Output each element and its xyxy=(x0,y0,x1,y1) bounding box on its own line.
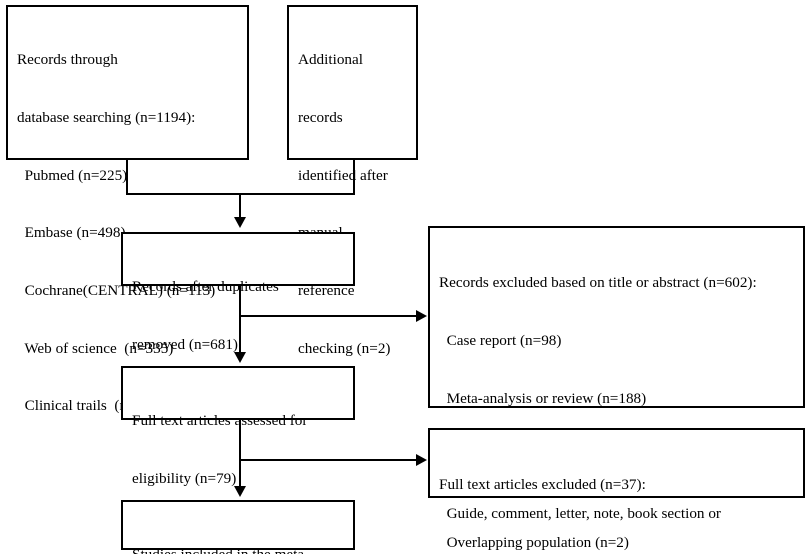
box-line: Web of science (n=335) xyxy=(17,339,174,357)
box-line: Case report (n=98) xyxy=(439,332,562,350)
box-line: Guide, comment, letter, note, book secti… xyxy=(439,505,721,523)
records-excluded-box: Records excluded based on title or abstr… xyxy=(428,226,805,522)
box-line: Cochrane(CENTRAL) (n=113) xyxy=(17,282,216,300)
box-line: records xyxy=(298,109,343,127)
additional-records-box: Additional records identified after manu… xyxy=(287,5,418,357)
arrow-to-records-excluded xyxy=(416,310,427,322)
arrow-to-full-text-excluded xyxy=(416,454,427,466)
connector-trunk-lower xyxy=(239,420,241,490)
box-line: reference xyxy=(298,282,355,300)
box-line: Pubmed (n=225) xyxy=(17,166,128,184)
box-line: Records excluded based on title or abstr… xyxy=(439,274,757,292)
box-line: identified after xyxy=(298,166,388,184)
box-line: Embase (n=498) xyxy=(17,224,126,242)
connector-branch-to-full-text-excluded xyxy=(239,459,417,461)
box-line: Records through xyxy=(17,51,118,69)
box-line: eligibility (n=79) xyxy=(132,470,237,488)
arrow-to-records-after-duplicates xyxy=(234,217,246,228)
box-line: checking (n=2) xyxy=(298,339,391,357)
connector-merge-down xyxy=(239,193,241,221)
connector-stub-right xyxy=(353,160,355,195)
studies-included-box: Studies included in the meta- analysis (… xyxy=(121,500,355,554)
box-line: Overlapping population (n=2) xyxy=(439,534,629,552)
box-line: Records after duplicates xyxy=(132,278,279,296)
connector-stub-left xyxy=(126,160,128,195)
box-line: Studies included in the meta- xyxy=(132,545,346,554)
full-text-excluded-box: Full text articles excluded (n=37): Over… xyxy=(428,428,805,551)
box-line: Full text articles assessed for xyxy=(132,412,308,430)
records-after-duplicates-box: Records after duplicates removed (n=681) xyxy=(121,232,355,353)
box-line: Additional xyxy=(298,51,363,69)
arrow-to-studies-included xyxy=(234,486,246,497)
full-text-assessed-box: Full text articles assessed for eligibil… xyxy=(121,366,355,487)
records-identified-box: Records through database searching (n=11… xyxy=(6,5,249,414)
box-line: Meta-analysis or review (n=188) xyxy=(439,389,647,407)
box-line: Full text articles excluded (n=37): xyxy=(439,476,646,494)
box-line: database searching (n=1194): xyxy=(17,109,196,127)
box-line: removed (n=681) xyxy=(132,336,238,354)
connector-branch-to-records-excluded xyxy=(239,315,417,317)
connector-trunk-upper xyxy=(239,286,241,356)
arrow-to-full-text-assessed xyxy=(234,352,246,363)
